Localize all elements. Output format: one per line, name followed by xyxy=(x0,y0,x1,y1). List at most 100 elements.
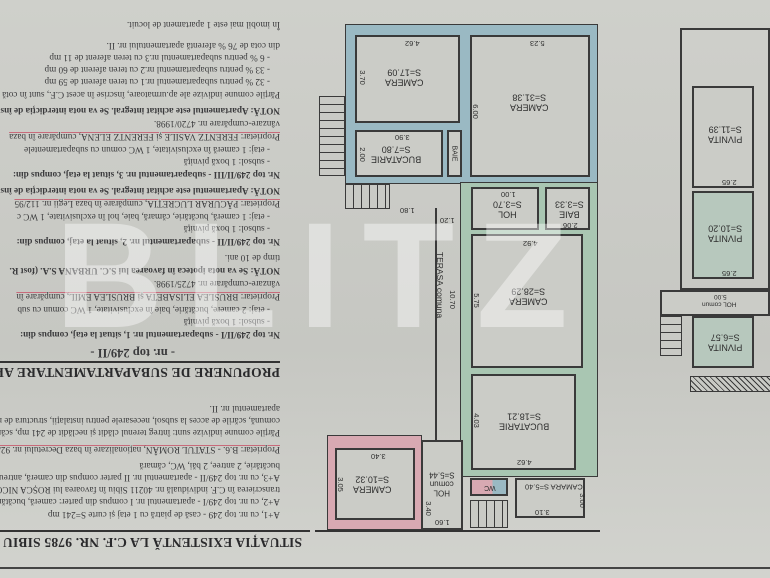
dimension: 5.75 xyxy=(471,293,481,308)
room-name: CAMERA xyxy=(510,102,549,113)
subunit-1-line: vânzare-cumpărare nr. 4725/1998. xyxy=(153,279,280,289)
existing-line-2: A+2, cu nr. top 249/I - apartamentul nr.… xyxy=(0,497,280,507)
common-parts-line: - 6 % pentru subapartamentul nr.3 cu ter… xyxy=(49,53,270,63)
dimension: 3.90 xyxy=(395,133,410,142)
stairs-lower xyxy=(470,500,508,528)
dimension: 1.00 xyxy=(501,190,516,199)
dimension: 6.00 xyxy=(470,104,480,119)
page-edge-line xyxy=(0,567,770,569)
dimension: 1.80 xyxy=(400,206,415,215)
room-area: S=6.57 xyxy=(710,332,740,343)
subunit-3-line: - etaj: 1 cameră în exclusivitate, 1 WC … xyxy=(23,145,270,155)
dimension: 5.00 xyxy=(714,293,727,300)
room-area: S=5.40 xyxy=(525,482,549,492)
room-name: HOL xyxy=(498,209,517,220)
room-area: S=10.32 xyxy=(355,474,390,485)
room-name: WC xyxy=(484,484,496,492)
dimension: 2.00 xyxy=(357,147,367,162)
subunit-2-line: NOTĂ: Apartamentul este achitat integral… xyxy=(0,186,280,196)
existing-line-3: transcrierea în C.F. individuală nr. 402… xyxy=(0,485,280,495)
room-sub: comun xyxy=(702,300,722,308)
document-text-column: SITUAȚIA EXISTENTĂ LA C.F. NR. 9785 SIBI… xyxy=(0,0,310,578)
room-name: HOL xyxy=(433,488,451,498)
room-baie-small: BAIE xyxy=(447,130,462,177)
dimension: 3.10 xyxy=(535,508,550,517)
hatched-wall xyxy=(690,376,770,392)
terrace-name: TERASA xyxy=(435,251,446,286)
dimension: 3.05 xyxy=(335,477,345,492)
stairs-upper xyxy=(319,96,345,176)
common-parts-line: - 33 % pentru subapartamentul nr.2 cu te… xyxy=(44,65,270,75)
room-sub: comun xyxy=(429,479,454,489)
existing-line-8: comună, scările de acces la subsol, nece… xyxy=(0,416,280,426)
room-area: S=31.38 xyxy=(512,92,547,103)
dimension: 1.20 xyxy=(440,216,455,225)
room-name: CAMERA xyxy=(509,296,548,307)
room-wc: WC xyxy=(470,478,508,496)
existing-line-5: bucătărie, 2 antree, 2 băi, WC, cămară xyxy=(139,461,280,471)
room-name: PIVNITA xyxy=(708,233,743,244)
terrace-label: TERASA comuna xyxy=(435,252,445,318)
room-name: PIVNITA xyxy=(708,134,743,145)
stairs-basement xyxy=(660,316,682,356)
subunit-2-line: - subsol: 1 boxă pivniță xyxy=(183,224,270,234)
subunit-3-line: Proprietar: FERENTZ VASILE și FERENTZ EL… xyxy=(9,132,280,142)
room-hol-comun-subsol: HOL comun 5.00 xyxy=(660,290,770,316)
room-area: S=11.39 xyxy=(708,124,742,135)
footer-note: În imobil mai este 1 apartament de locui… xyxy=(126,20,280,30)
subunit-3-line: - subsol: 1 boxă pivniță xyxy=(183,157,270,167)
dimension: 4.62 xyxy=(517,458,532,467)
dimension: 3.40 xyxy=(371,452,386,461)
proposal-subheading: - nr. top 249/II - xyxy=(90,346,175,360)
subunit-1-line: timp de 10 ani. xyxy=(224,253,280,263)
room-name: BAIE xyxy=(559,209,580,220)
room-area: S=5.44 xyxy=(429,470,455,480)
room-name: HOL xyxy=(723,300,737,308)
proposal-divider xyxy=(0,361,280,363)
dimension: 1.60 xyxy=(435,518,450,527)
dimension: 10.70 xyxy=(447,290,457,309)
common-parts-line: din cota de 76 % aferentă apartamentului… xyxy=(106,41,280,51)
terrace-edge xyxy=(435,208,437,468)
room-name: PIVNITA xyxy=(708,342,743,353)
subunit-2-title: Nr. top 249/II/II - subapartamentul nr. … xyxy=(16,237,281,247)
subunit-1-title: Nr. top 249/II/I - subapartamentul nr. 1… xyxy=(20,330,280,340)
subunit-2-line: Proprietar: PĂCURAR LUCREȚIA, cumpărare … xyxy=(14,199,280,209)
title-divider xyxy=(0,530,310,532)
dimension: 3.40 xyxy=(423,501,433,516)
subunit-1-line: - subsol: 1 boxă pivniță xyxy=(183,317,270,327)
existing-line-4: A+3, cu nr. top 249/II - apartamentul nr… xyxy=(0,473,280,483)
dimension: 2.65 xyxy=(722,178,737,187)
dimension: 4.92 xyxy=(523,239,538,248)
room-area: S=3.70 xyxy=(493,199,522,210)
room-name: BAIE xyxy=(450,145,458,162)
room-area: S=28.29 xyxy=(511,286,546,297)
stairs-entry xyxy=(345,184,390,209)
subunit-1-line: Proprietar: BRUSLEA ELISABETA și BRUSLEA… xyxy=(16,292,280,302)
document-title: SITUAȚIA EXISTENTĂ LA C.F. NR. 9785 SIBI… xyxy=(2,535,302,550)
room-name: CAMERA xyxy=(385,77,424,88)
subunit-3-title: Nr. top 249/II/III - subapartamentul nr.… xyxy=(12,170,280,180)
common-parts-line: Părțile comune indivize ale ap.urmatoare… xyxy=(0,90,280,100)
room-name: BUCATARIE xyxy=(499,421,550,432)
existing-line-1: A+1, cu nr. top 249 - casă de piatră cu … xyxy=(47,510,280,520)
proposal-heading: PROPUNERE DE SUBAPARTAMENTARE AP xyxy=(0,365,280,380)
room-camara: CAMARA S=5.40 3.10 3.00 xyxy=(515,478,587,518)
terrace-sub: comuna xyxy=(435,287,446,319)
dimension: 5.23 xyxy=(530,39,545,48)
room-area: S=7.80 xyxy=(381,144,411,155)
room-name: BUCATARIE xyxy=(371,154,422,165)
subunit-1-line: NOTĂ: Se va nota ipoteca în favoarea lui… xyxy=(9,266,280,276)
